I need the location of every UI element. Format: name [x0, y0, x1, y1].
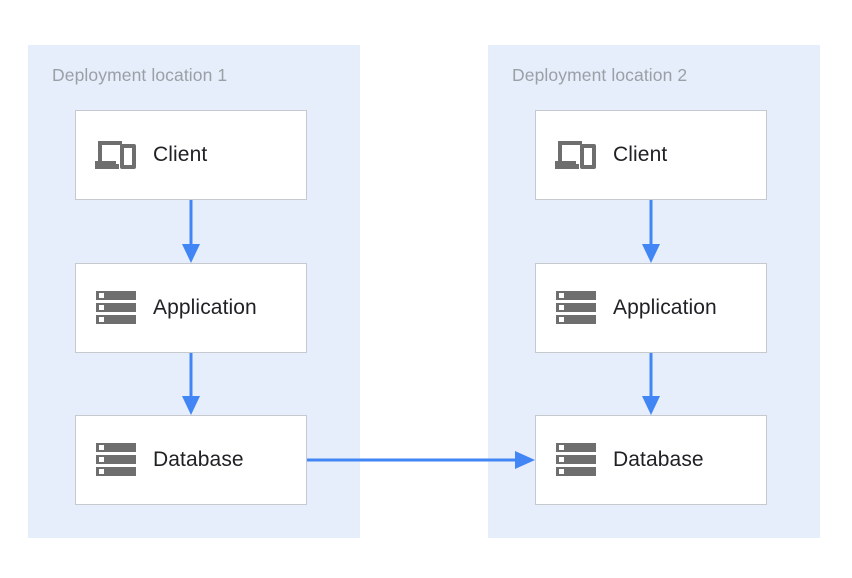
node-client-1-label: Client [153, 143, 208, 166]
node-database-1[interactable]: Database [75, 415, 307, 505]
node-database-2[interactable]: Database [535, 415, 767, 505]
arrow-client-2-to-application-2 [642, 200, 660, 263]
arrow-client-1-to-application-1 [182, 200, 200, 263]
node-application-2-label: Application [613, 296, 717, 319]
node-database-2-label: Database [613, 448, 704, 471]
node-client-1[interactable]: Client [75, 110, 307, 200]
arrow-application-2-to-database-2 [642, 353, 660, 415]
arrow-database-1-to-database-2 [307, 451, 535, 469]
region-2-label: Deployment location 2 [512, 65, 688, 85]
server-rack-icon [553, 288, 599, 328]
region-1-label: Deployment location 1 [52, 65, 228, 85]
node-application-1[interactable]: Application [75, 263, 307, 353]
node-application-1-label: Application [153, 296, 257, 319]
node-database-1-label: Database [153, 448, 244, 471]
server-rack-icon [553, 440, 599, 480]
server-rack-icon [93, 288, 139, 328]
devices-icon [93, 135, 139, 175]
node-client-2[interactable]: Client [535, 110, 767, 200]
arrow-application-1-to-database-1 [182, 353, 200, 415]
node-client-2-label: Client [613, 143, 668, 166]
devices-icon [553, 135, 599, 175]
node-application-2[interactable]: Application [535, 263, 767, 353]
server-rack-icon [93, 440, 139, 480]
